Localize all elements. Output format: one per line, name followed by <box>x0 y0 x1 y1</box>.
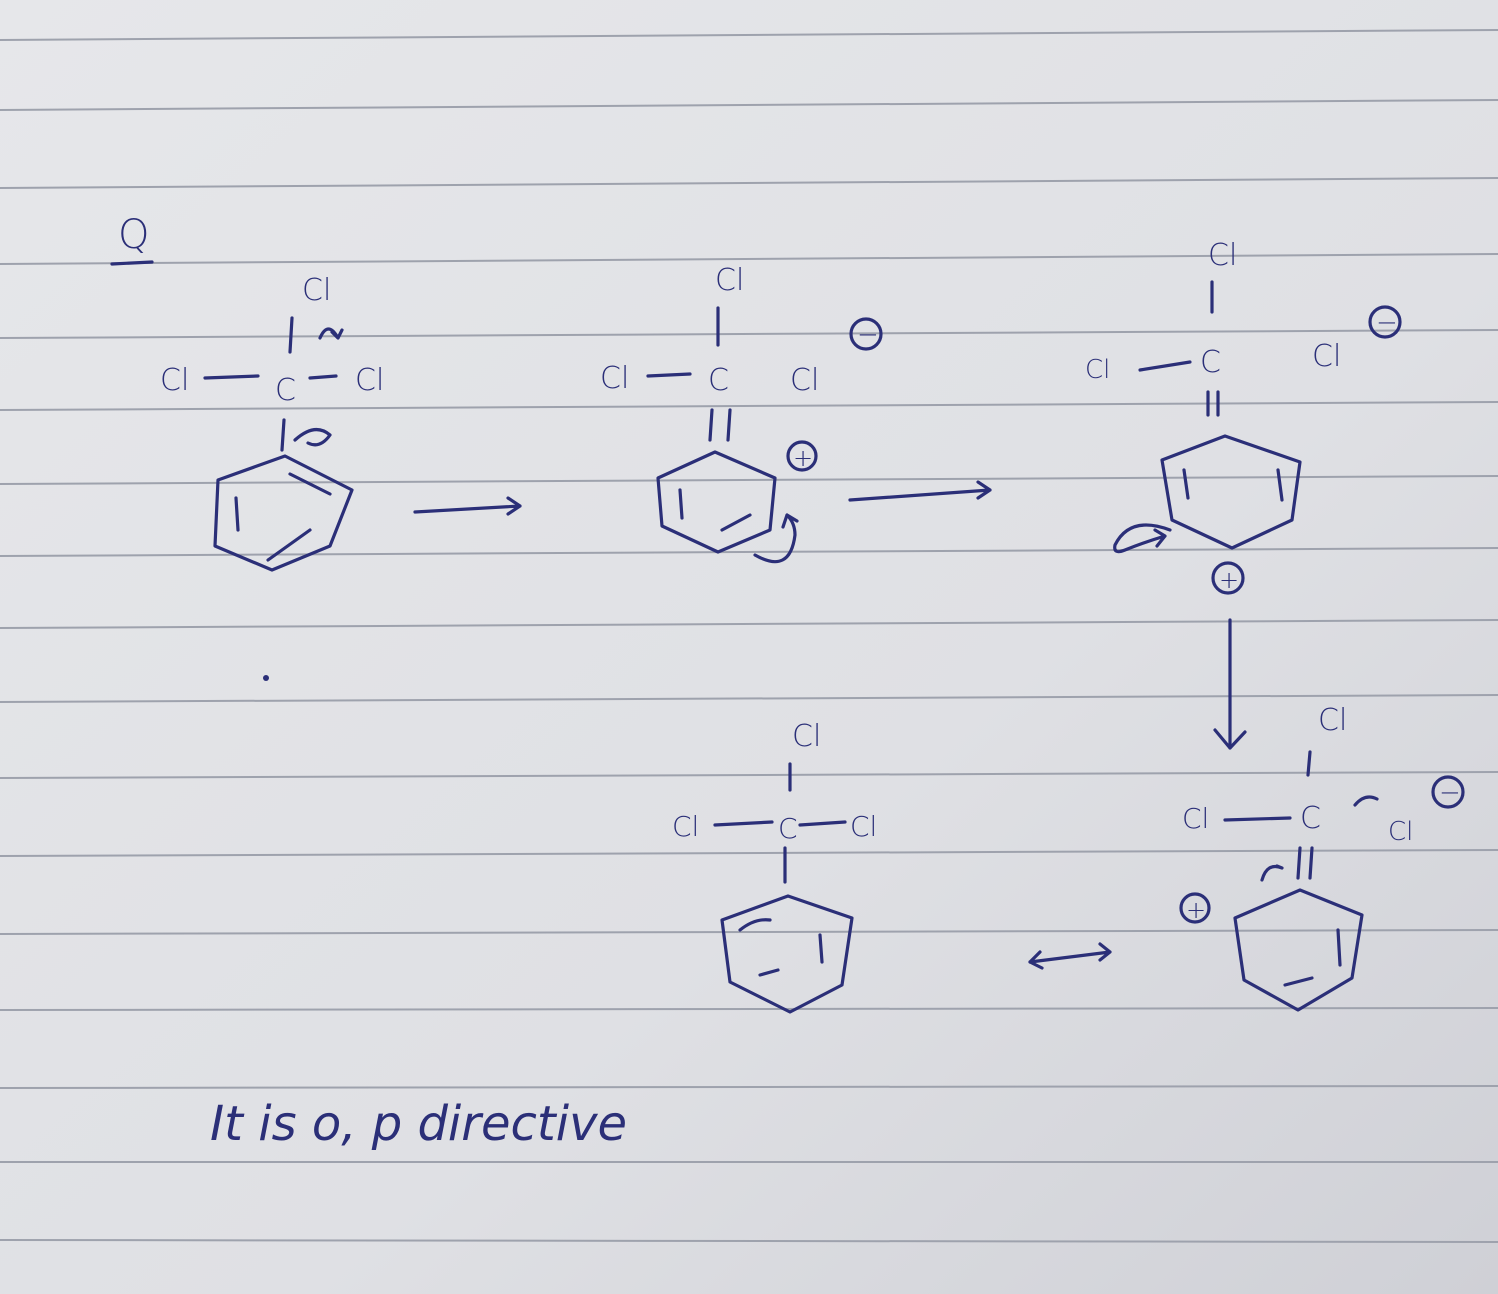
atom-label: C <box>275 373 296 408</box>
reaction-arrow <box>848 480 992 502</box>
atom-label: Cl <box>302 273 331 308</box>
plus-charge: + <box>793 444 813 472</box>
atom-label: Cl <box>1085 355 1110 385</box>
plus-charge: + <box>1219 566 1239 594</box>
atom-label: Cl <box>1388 817 1413 847</box>
minus-charge: − <box>1439 778 1461 808</box>
atom-label: Cl <box>1208 238 1237 273</box>
reaction-arrow <box>413 496 522 516</box>
atom-label: C <box>778 812 798 845</box>
plus-charge: + <box>1186 896 1206 924</box>
structure-4-resonance: Cl Cl C Cl − + <box>1028 703 1465 1012</box>
question-underline <box>110 260 154 266</box>
atom-label: Cl <box>355 363 384 398</box>
atom-label: Cl <box>672 810 699 843</box>
ruled-lines <box>0 29 1498 1243</box>
structure-5-product: Cl Cl C Cl <box>672 719 877 1014</box>
atom-label: Cl <box>715 263 744 298</box>
reaction-arrow <box>1213 618 1247 750</box>
atom-label: Cl <box>792 719 821 754</box>
atom-label: C <box>1200 345 1221 380</box>
resonance-arrow <box>1028 942 1112 970</box>
atom-label: Cl <box>790 363 819 398</box>
atom-label: C <box>1300 801 1321 836</box>
ink-dot <box>263 675 269 681</box>
atom-label: Cl <box>160 363 189 398</box>
atom-label: Cl <box>1318 703 1347 738</box>
structure-2-intermediate: Cl Cl C Cl − + <box>600 263 992 564</box>
conclusion-text: It is o, p directive <box>210 1096 627 1152</box>
minus-charge: − <box>1376 308 1398 338</box>
minus-charge: − <box>857 320 879 350</box>
atom-label: Cl <box>600 361 629 396</box>
atom-label: Cl <box>1312 339 1341 374</box>
structure-3-intermediate: Cl Cl C Cl − + <box>1085 238 1402 750</box>
question-label: Q <box>118 212 149 258</box>
atom-label: Cl <box>850 810 877 843</box>
atom-label: Cl <box>1182 802 1209 835</box>
structure-1-trichloromethylbenzene: Cl Cl C Cl <box>160 273 522 572</box>
atom-label: C <box>708 363 729 398</box>
